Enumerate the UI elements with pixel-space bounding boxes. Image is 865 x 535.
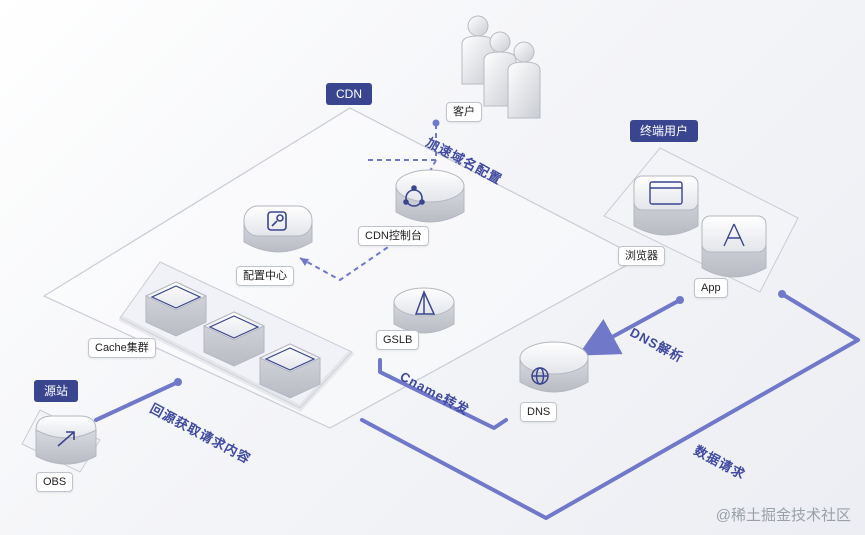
browser-window-icon [649, 181, 683, 205]
globe-icon [531, 367, 549, 385]
dns-resolve-line [577, 298, 682, 356]
config-center-node [243, 205, 313, 253]
config-center-label: 配置中心 [236, 266, 294, 286]
cdn-tag: CDN [326, 83, 372, 105]
gslb-node [393, 287, 455, 334]
app-store-icon [723, 223, 745, 247]
cdn-console-label: CDN控制台 [358, 226, 429, 246]
data-request-line [360, 292, 860, 520]
obs-node [35, 415, 97, 465]
network-hub-icon [403, 185, 425, 207]
browser-node [633, 175, 699, 236]
obs-label: OBS [36, 472, 74, 492]
end-users-platform [603, 147, 799, 293]
dns-node [519, 341, 589, 393]
gslb-label: GSLB [376, 330, 420, 350]
customer-people-icon [461, 15, 541, 119]
sail-icon [414, 290, 436, 315]
key-icon [267, 211, 287, 231]
cdn-console-node [395, 169, 465, 223]
cache-cluster-label: Cache集群 [88, 338, 156, 358]
dns-label: DNS [520, 402, 558, 422]
upload-arrow-icon [57, 431, 75, 447]
end-users-tag: 终端用户 [630, 120, 699, 142]
cache-server-2 [202, 311, 266, 367]
customer-label: 客户 [446, 102, 482, 122]
watermark: @稀土掘金技术社区 [715, 507, 851, 524]
cache-server-1 [144, 281, 208, 337]
fetch-origin-line [94, 380, 180, 422]
app-node [701, 215, 767, 278]
cache-server-3 [258, 343, 322, 399]
origin-tag: 源站 [34, 380, 79, 402]
app-label: App [694, 278, 728, 298]
cname-forward-line [378, 358, 508, 430]
config-dashed-line [299, 231, 411, 282]
browser-label: 浏览器 [618, 246, 665, 266]
